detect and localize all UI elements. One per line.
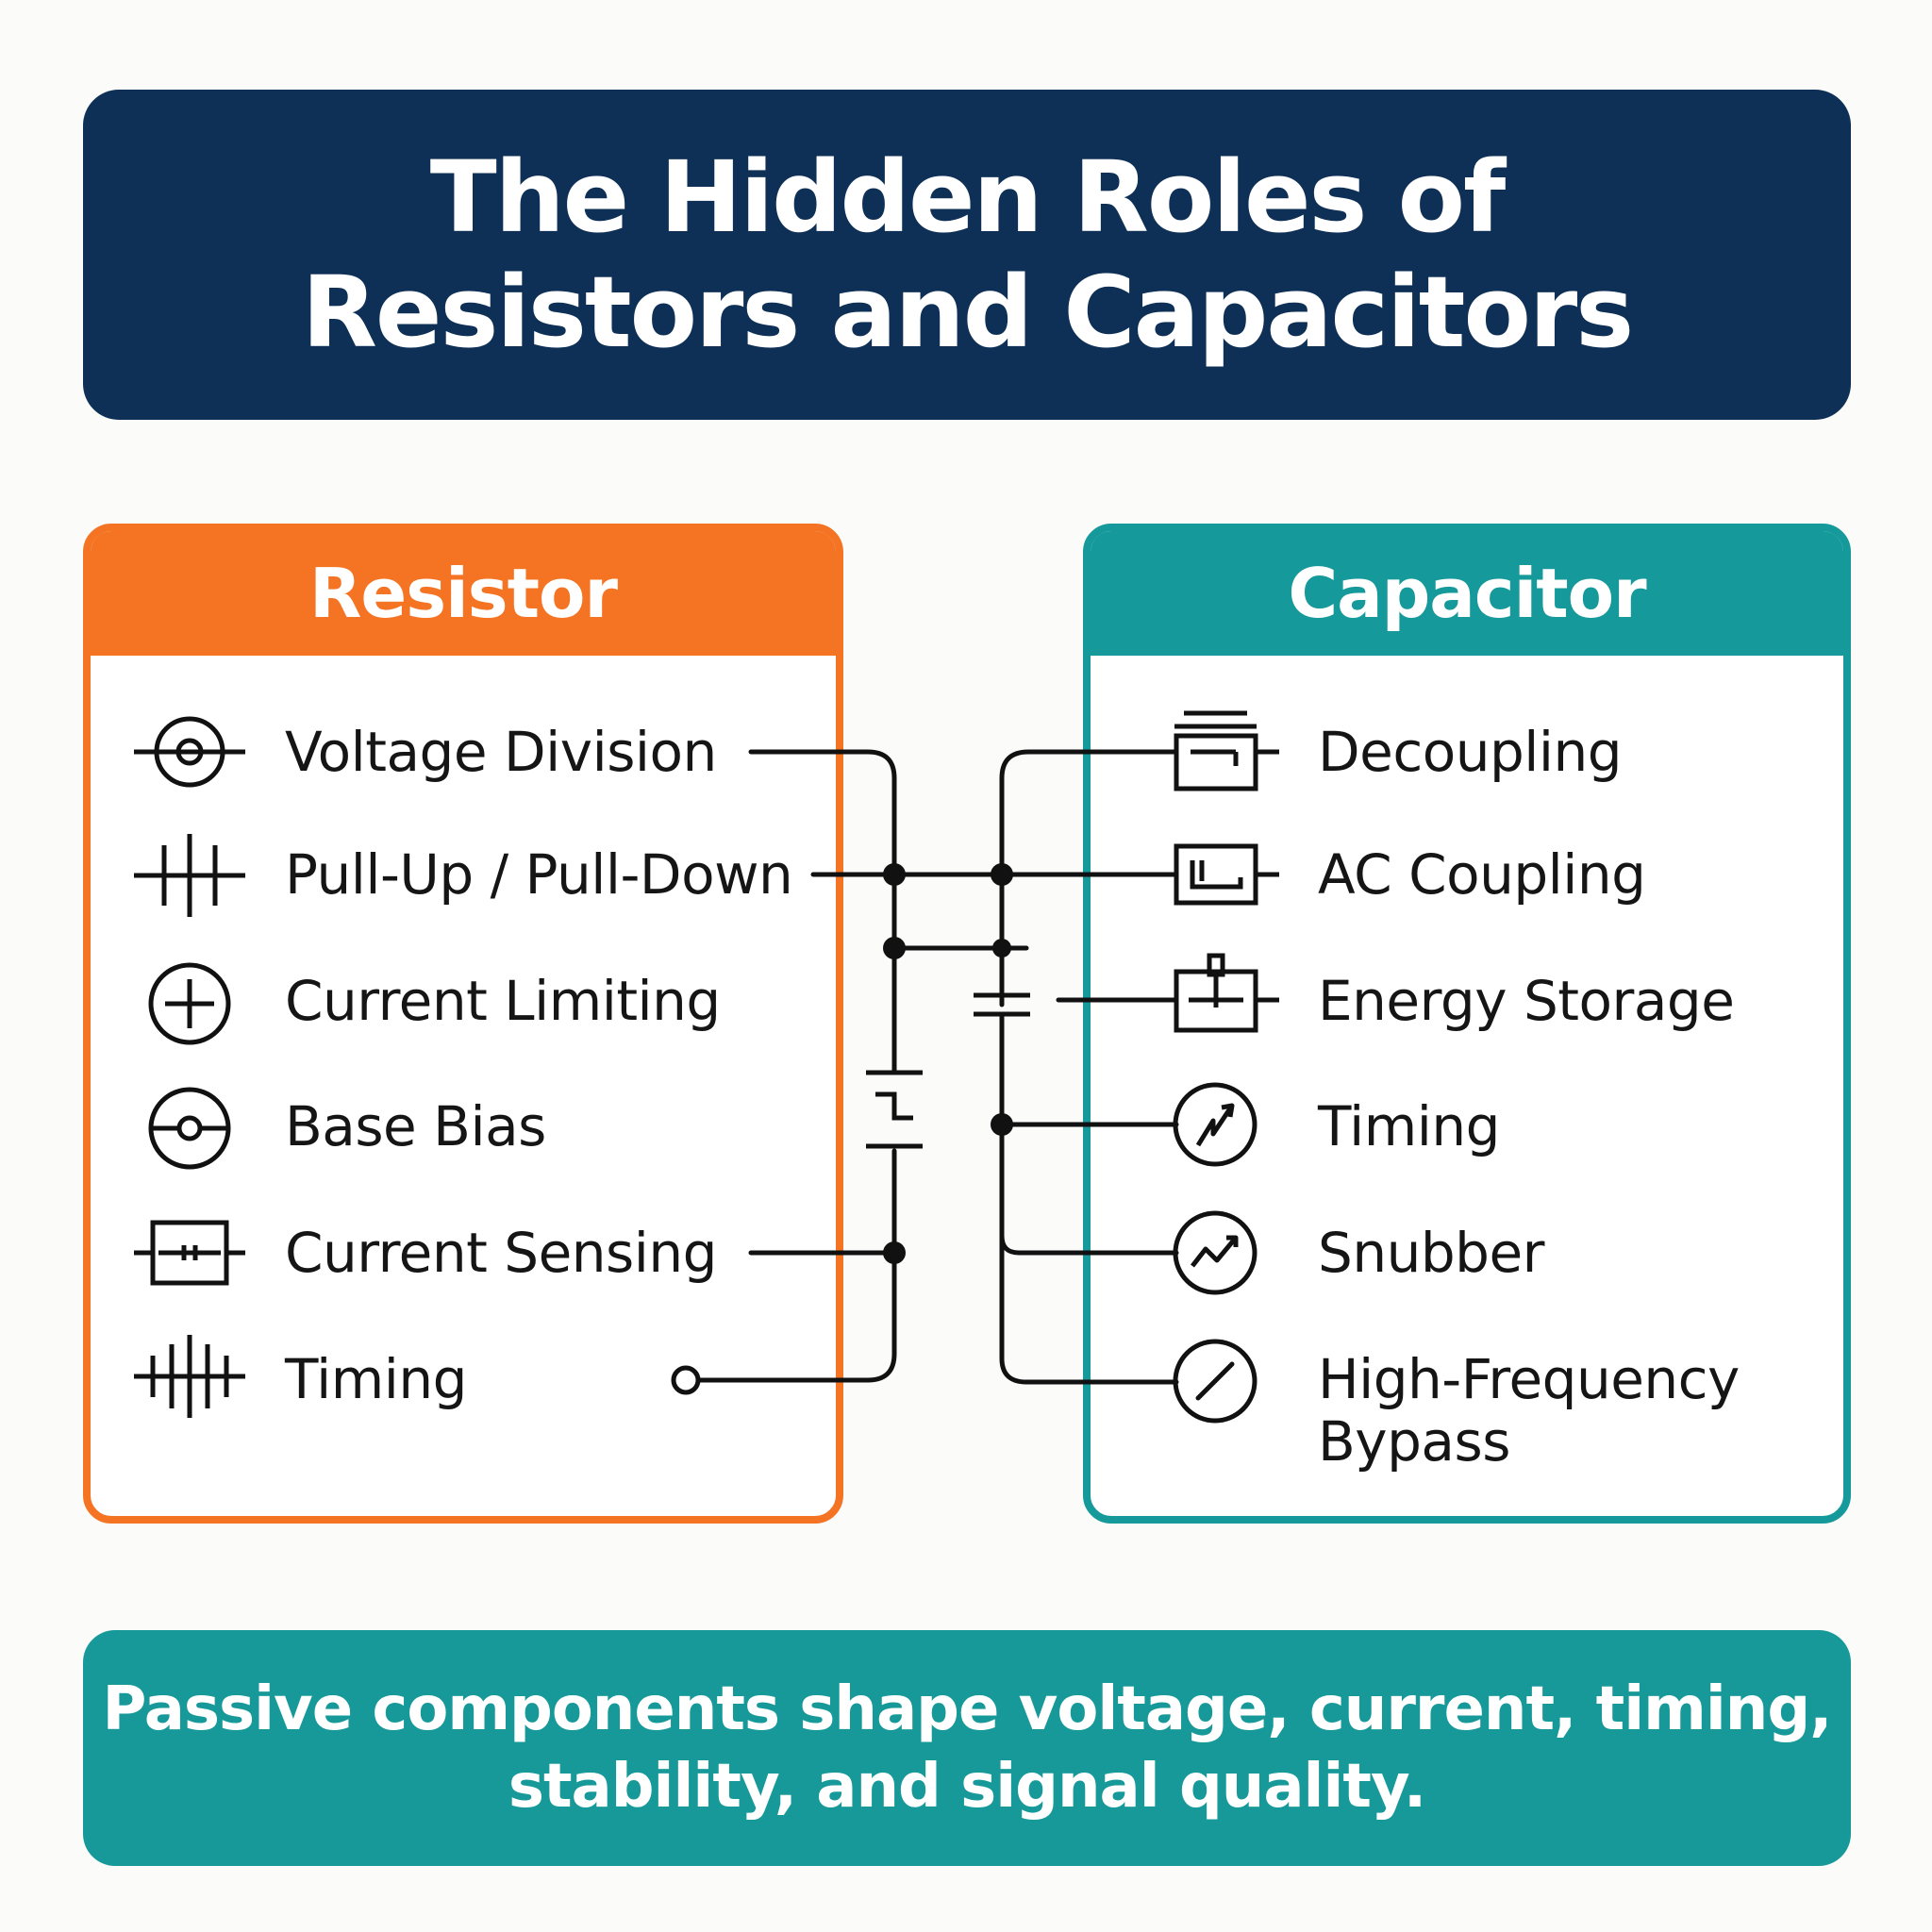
resistor-item-timing: Timing — [285, 1347, 467, 1411]
triple-bar-icon — [134, 834, 245, 917]
zigzag-circle-icon — [1173, 1210, 1257, 1295]
footer-banner: Passive components shape voltage, curren… — [83, 1630, 1851, 1866]
capacitor-item-timing: Timing — [1318, 1094, 1500, 1158]
decoupling-box-icon — [1174, 710, 1279, 791]
left-bus-capacitor-symbol — [866, 1070, 923, 1149]
footer-line-1: Passive components shape voltage, curren… — [102, 1674, 1833, 1744]
resistor-item-pull-up-pull-down: Pull-Up / Pull-Down — [285, 842, 793, 907]
resistor-item-voltage-division: Voltage Division — [285, 720, 717, 784]
capacitor-item-high-frequency-line-2: Bypass — [1318, 1409, 1510, 1474]
right-bus-capacitor-symbol — [974, 992, 1030, 1017]
energy-storage-box-icon — [1174, 953, 1279, 1033]
title-banner: The Hidden Roles of Resistors and Capaci… — [83, 90, 1851, 420]
slash-circle-icon — [1173, 1339, 1257, 1424]
title-line-2: Resistors and Capacitors — [301, 255, 1634, 370]
footer-line-2: stability, and signal quality. — [508, 1752, 1426, 1822]
ac-coupling-box-icon — [1174, 843, 1279, 906]
resistor-item-current-sensing: Current Sensing — [285, 1221, 717, 1285]
capacitor-panel: Capacitor — [1083, 524, 1851, 1524]
resistor-circle-icon — [134, 716, 245, 788]
junction-dots — [883, 863, 1013, 1264]
resistor-panel-header: Resistor — [91, 531, 836, 656]
capacitor-item-snubber: Snubber — [1318, 1221, 1545, 1285]
circle-node-icon — [148, 1087, 231, 1170]
capacitor-item-energy-storage: Energy Storage — [1318, 969, 1735, 1033]
resistor-item-current-limiting: Current Limiting — [285, 969, 721, 1033]
multi-bar-icon — [134, 1335, 245, 1418]
capacitor-item-ac-coupling: AC Coupling — [1318, 842, 1646, 907]
circle-plus-icon — [148, 962, 231, 1045]
capacitor-item-decoupling: Decoupling — [1318, 720, 1623, 784]
lightning-circle-icon — [1173, 1082, 1257, 1167]
resistor-item-base-bias: Base Bias — [285, 1094, 546, 1158]
title-line-1: The Hidden Roles of — [429, 140, 1507, 255]
resistor-box-icon — [134, 1220, 245, 1286]
capacitor-panel-header: Capacitor — [1091, 531, 1843, 656]
capacitor-item-high-frequency-line-1: High-Frequency — [1318, 1347, 1740, 1411]
